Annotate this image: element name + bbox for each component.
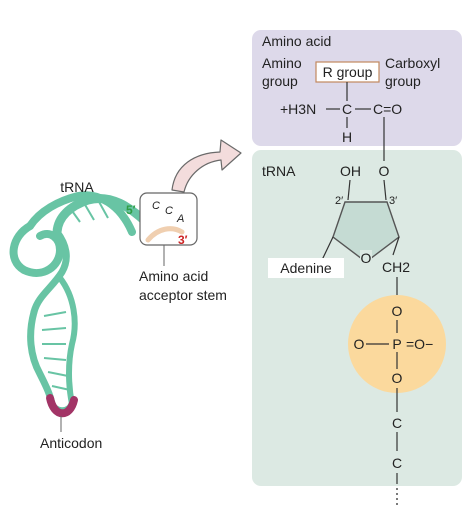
five-prime-end-label: 5′ bbox=[126, 203, 136, 217]
phosphate-group bbox=[348, 295, 446, 393]
amino-acid-bonds bbox=[326, 82, 385, 161]
adenine-box bbox=[268, 258, 344, 278]
amino-acid-title: Amino acid bbox=[262, 33, 331, 49]
three-prime-end-label: 3′ bbox=[178, 233, 188, 247]
phosphate-left-oxygen: O bbox=[354, 336, 365, 352]
cca-base-c2: C bbox=[165, 205, 173, 217]
trna-panel-title: tRNA bbox=[262, 163, 296, 179]
phosphorus-atom: P bbox=[392, 336, 401, 352]
trna-anticodon-stem-2 bbox=[57, 275, 78, 407]
carbonyl-group: C=O bbox=[373, 101, 402, 117]
acceptor-stem-label: Amino acid acceptor stem bbox=[139, 268, 227, 303]
trna-t-arm bbox=[26, 191, 136, 236]
amino-group-label: Amino group bbox=[262, 55, 306, 89]
alpha-carbon: C bbox=[342, 101, 352, 117]
h3n-group: +H3N bbox=[280, 101, 316, 117]
anticodon-segment bbox=[46, 394, 78, 418]
carboxyl-group-label: Carboxyl group bbox=[385, 55, 444, 89]
ch2-group: CH2 bbox=[382, 259, 410, 275]
alpha-hydrogen: H bbox=[342, 129, 352, 145]
phosphate-bottom-oxygen: O bbox=[392, 370, 403, 386]
trna-elbow bbox=[30, 228, 70, 316]
phosphate-double-oxygen: =O− bbox=[406, 336, 433, 352]
anticodon-label: Anticodon bbox=[40, 435, 102, 451]
phosphate-bonds bbox=[366, 320, 398, 484]
cca-base-a: A bbox=[176, 213, 184, 225]
hydroxyl-group: OH bbox=[340, 163, 361, 179]
ring-oxygen-gap bbox=[360, 250, 372, 264]
adenine-label: Adenine bbox=[280, 260, 332, 276]
acceptor-stem-tail bbox=[145, 226, 185, 243]
three-prime-label: 3′ bbox=[389, 195, 397, 207]
amino-acid-panel bbox=[252, 30, 462, 146]
trna-d-arm bbox=[9, 222, 64, 277]
r-group-label: R group bbox=[323, 64, 373, 80]
backbone-carbon-1: C bbox=[392, 415, 402, 431]
phosphate-top-oxygen: O bbox=[392, 303, 403, 319]
backbone-carbon-2: C bbox=[392, 455, 402, 471]
two-prime-label: 2′ bbox=[335, 195, 343, 207]
curved-arrow bbox=[171, 139, 242, 193]
trna-molecule bbox=[9, 191, 155, 415]
ring-oxygen: O bbox=[361, 250, 372, 266]
trna-acceptor-arm bbox=[52, 194, 155, 237]
ester-oxygen: O bbox=[379, 163, 390, 179]
trna-molecule-label: tRNA bbox=[60, 179, 94, 195]
ribose-bonds bbox=[321, 179, 400, 261]
ribose-ring bbox=[332, 201, 400, 263]
cca-base-c1: C bbox=[152, 200, 160, 212]
trna-base-pairs bbox=[41, 199, 123, 391]
